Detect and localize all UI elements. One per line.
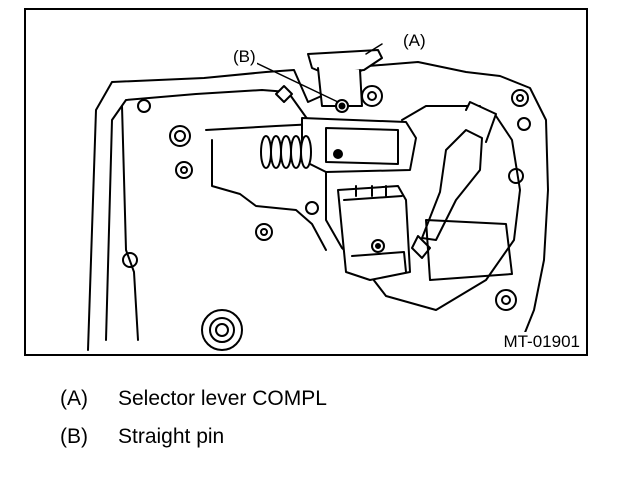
bolt-boss (137, 99, 151, 113)
callout-b-label: (B) (232, 47, 257, 66)
bolt-boss (495, 289, 517, 311)
transmission-illustration (87, 43, 549, 351)
legend-item: (B) Straight pin (60, 425, 224, 449)
legend-text: Selector lever COMPL (118, 387, 327, 410)
interlock-arm (421, 129, 483, 241)
callout-a-leader (365, 43, 383, 55)
legend-text: Straight pin (118, 425, 225, 448)
bolt-boss (517, 117, 531, 131)
legend-key: (B) (60, 425, 88, 448)
case-flange (121, 105, 139, 341)
callout-b-leader (249, 59, 339, 103)
bolt-boss (122, 252, 138, 268)
figure-code: MT-01901 (501, 332, 582, 352)
bolt-boss (255, 223, 273, 241)
selector-lever-top (307, 49, 383, 75)
case-outline (87, 61, 549, 351)
callout-a-label: (A) (402, 31, 427, 50)
bolt-boss (511, 89, 529, 107)
bolt-boss (305, 201, 319, 215)
legend-item: (A) Selector lever COMPL (60, 387, 327, 411)
bolt-boss (169, 125, 191, 147)
legend-key: (A) (60, 387, 88, 410)
bolt-boss (361, 85, 383, 107)
bolt-boss (175, 161, 193, 179)
drain-plug (201, 309, 243, 351)
detent-spring (260, 135, 312, 169)
diagram-figure: (A) (B) MT-01901 (24, 8, 588, 356)
